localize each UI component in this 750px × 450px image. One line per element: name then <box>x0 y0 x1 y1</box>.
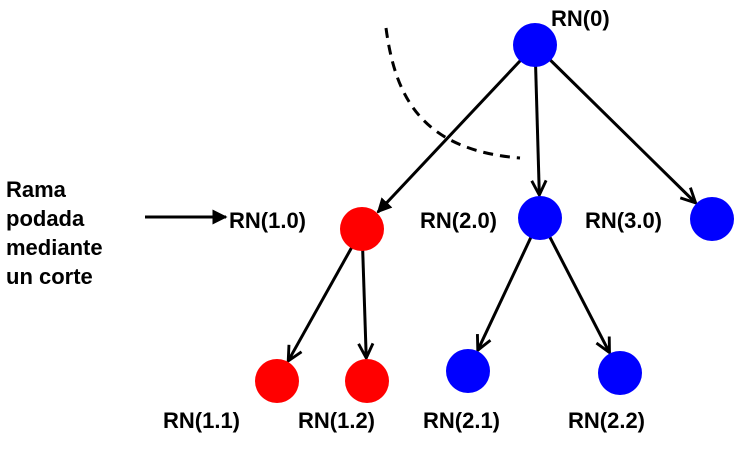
caption-line: un corte <box>6 264 93 289</box>
node-n11 <box>255 359 299 403</box>
edge-n0-n30 <box>546 56 696 203</box>
node-label: RN(1.2) <box>298 408 376 433</box>
node-label: RN(1.0) <box>229 208 307 233</box>
node-n20 <box>518 196 562 240</box>
cut-line <box>384 27 521 160</box>
edge-n10-n11 <box>288 243 355 361</box>
node-n0 <box>513 23 557 67</box>
pruned-branch-caption: Rama podada mediante un corte <box>6 175 103 291</box>
caption-line: mediante <box>6 235 103 260</box>
edges <box>288 56 696 361</box>
edge-n10-n12 <box>363 246 367 358</box>
node-n21 <box>446 349 490 393</box>
node-label: RN(2.1) <box>423 408 501 433</box>
node-label: RN(2.2) <box>568 408 646 433</box>
edge-n0-n20 <box>536 62 540 195</box>
node-n22 <box>598 351 642 395</box>
edge-n0-n10 <box>376 57 524 214</box>
node-n30 <box>690 197 734 241</box>
edge-n20-n22 <box>546 233 609 353</box>
edge-n20-n21 <box>478 233 534 350</box>
node-n10 <box>340 207 384 251</box>
node-n12 <box>345 359 389 403</box>
node-label: RN(1.1) <box>163 408 241 433</box>
node-label: RN(0) <box>551 6 610 31</box>
nodes <box>255 23 734 403</box>
node-label: RN(3.0) <box>585 208 663 233</box>
node-label: RN(2.0) <box>420 208 498 233</box>
caption-line: Rama <box>6 177 66 202</box>
caption-line: podada <box>6 206 85 231</box>
